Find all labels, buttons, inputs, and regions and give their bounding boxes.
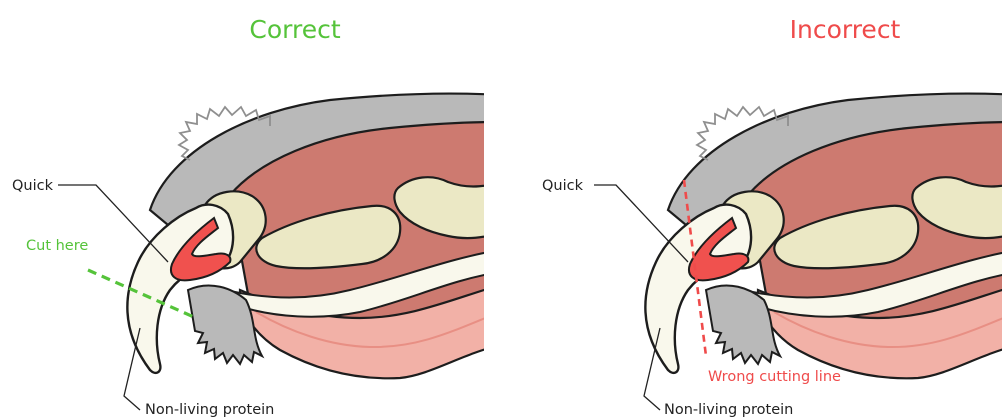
panel-incorrect: Incorrect Quick Wrong cutting line Non-l…	[542, 15, 1002, 418]
protein-label: Non-living protein	[664, 402, 793, 418]
protein-label: Non-living protein	[145, 402, 274, 418]
quick-label: Quick	[542, 178, 584, 194]
paw-illustration	[127, 94, 500, 379]
quick-label: Quick	[12, 178, 54, 194]
correct-title: Correct	[249, 15, 340, 44]
panel-correct: Correct Quick Cut here Non-living protei…	[12, 15, 500, 418]
incorrect-title: Incorrect	[790, 15, 901, 44]
wrong-cut-label: Wrong cutting line	[708, 369, 841, 385]
cut-here-label: Cut here	[26, 238, 88, 254]
paw-illustration	[645, 94, 1002, 379]
protein-leader-line	[124, 328, 140, 410]
